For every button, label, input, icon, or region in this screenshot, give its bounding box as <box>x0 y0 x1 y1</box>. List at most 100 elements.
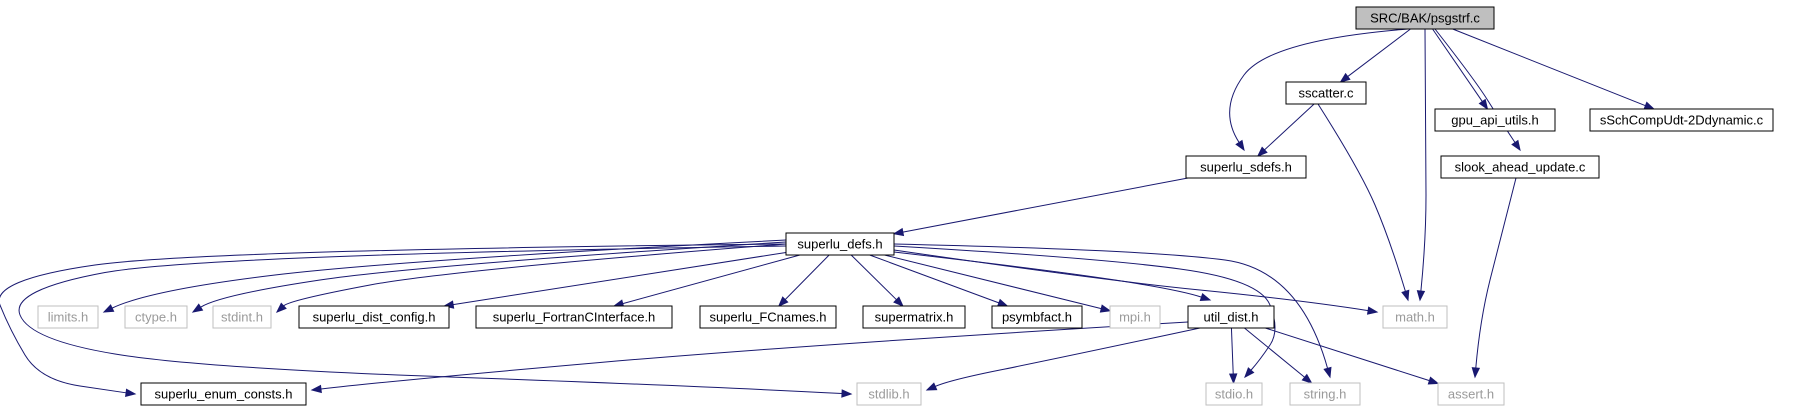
node-gpu_api[interactable]: gpu_api_utils.h <box>1434 108 1556 132</box>
node-label: sSchCompUdt-2Ddynamic.c <box>1600 113 1764 128</box>
node-sdefs[interactable]: superlu_sdefs.h <box>1185 155 1307 179</box>
node-label: superlu_dist_config.h <box>313 310 436 325</box>
node-mpi: mpi.h <box>1109 305 1161 329</box>
edge-line <box>893 251 1202 298</box>
node-box <box>1187 305 1275 329</box>
node-label: superlu_enum_consts.h <box>154 387 292 402</box>
node-sscatter[interactable]: sscatter.c <box>1285 81 1367 105</box>
node-stdlib: stdlib.h <box>856 382 922 406</box>
node-box <box>856 382 922 406</box>
node-distconfig[interactable]: superlu_dist_config.h <box>298 305 450 329</box>
edge-defs-to-string <box>893 243 1332 379</box>
edge-arrowhead <box>1471 367 1481 379</box>
edges-layer <box>0 28 1656 398</box>
node-box <box>699 305 837 329</box>
edge-defs-to-limits <box>102 239 787 313</box>
node-ctype: ctype.h <box>124 305 188 329</box>
edge-defs-to-mpi <box>884 254 1112 313</box>
edge-arrowhead <box>1323 366 1332 379</box>
edge-arrowhead <box>1099 304 1112 313</box>
node-label: slook_ahead_update.c <box>1455 160 1586 175</box>
edge-defs-to-enumconsts <box>0 243 787 397</box>
node-label: stdint.h <box>221 310 263 325</box>
node-box <box>475 305 673 329</box>
edge-utildist-to-enumconsts <box>310 321 1189 394</box>
node-label: psymbfact.h <box>1002 310 1072 325</box>
edge-defs-to-utildist <box>893 251 1212 302</box>
edge-arrowhead <box>310 384 322 394</box>
node-root-label: SRC/BAK/psgstrf.c <box>1370 11 1480 26</box>
edge-utildist-to-assert <box>1265 327 1440 385</box>
node-box <box>1205 382 1263 406</box>
node-defs[interactable]: superlu_defs.h <box>785 232 895 256</box>
node-utildist[interactable]: util_dist.h <box>1187 305 1275 329</box>
edge-line <box>902 177 1189 233</box>
edge-arrowhead <box>125 388 137 397</box>
node-fcnames[interactable]: superlu_FCnames.h <box>699 305 837 329</box>
node-fortran[interactable]: superlu_FortranCInterface.h <box>475 305 673 329</box>
edge-defs-to-stdio <box>893 245 1276 379</box>
edge-line <box>935 327 1201 387</box>
node-label: stdio.h <box>1215 387 1253 402</box>
node-sschcomp[interactable]: sSchCompUdt-2Ddynamic.c <box>1589 108 1774 132</box>
node-supermatrix[interactable]: supermatrix.h <box>862 305 966 329</box>
edge-arrowhead <box>1366 306 1379 315</box>
edge-arrowhead <box>1478 98 1489 111</box>
edge-arrowhead <box>275 302 287 313</box>
node-slook[interactable]: slook_ahead_update.c <box>1440 155 1600 179</box>
edge-line <box>784 254 830 300</box>
node-assert: assert.h <box>1437 382 1505 406</box>
node-root[interactable]: SRC/BAK/psgstrf.c <box>1355 6 1495 30</box>
edge-line <box>200 241 787 308</box>
edge-defs-to-ctype <box>191 241 787 313</box>
node-string: string.h <box>1289 382 1361 406</box>
node-enumconsts[interactable]: superlu_enum_consts.h <box>140 382 307 406</box>
node-label: stdlib.h <box>868 387 909 402</box>
node-label: mpi.h <box>1119 310 1151 325</box>
nodes-layer: SRC/BAK/psgstrf.c sscatter.c gpu_api_util… <box>37 6 1774 406</box>
edge-line <box>1420 28 1427 292</box>
edge-arrowhead <box>777 296 789 307</box>
edge-defs-to-fcnames <box>777 254 830 307</box>
edge-line <box>893 249 1369 312</box>
node-stdio: stdio.h <box>1205 382 1263 406</box>
node-psymbfact[interactable]: psymbfact.h <box>991 305 1083 329</box>
edge-root-to-sdefs <box>1229 28 1409 152</box>
edge-line <box>884 254 1102 310</box>
node-label: superlu_defs.h <box>797 237 882 252</box>
edge-utildist-to-string <box>1244 327 1313 384</box>
edge-defs-to-fortran <box>612 254 801 308</box>
node-label: sscatter.c <box>1299 86 1354 101</box>
node-box <box>37 305 99 329</box>
edge-line <box>0 243 787 394</box>
edge-arrowhead <box>1235 139 1245 152</box>
edge-defs-to-stdint <box>275 243 787 313</box>
edge-line <box>893 245 1276 371</box>
edge-line <box>1475 177 1517 369</box>
node-box <box>1109 305 1161 329</box>
edge-arrowhead <box>1643 101 1656 110</box>
edge-sscatter-to-sdefs <box>1256 103 1315 157</box>
edge-arrowhead <box>1256 146 1268 157</box>
node-box <box>785 232 895 256</box>
node-stdint: stdint.h <box>212 305 272 329</box>
edge-defs-to-supermatrix <box>850 254 904 307</box>
node-label: gpu_api_utils.h <box>1451 113 1538 128</box>
edge-root-to-sscatter <box>1339 28 1411 83</box>
edge-root-to-slook <box>1434 28 1521 152</box>
node-label: math.h <box>1395 310 1435 325</box>
edge-root-to-math <box>1416 28 1427 302</box>
node-box <box>1185 155 1307 179</box>
node-label: util_dist.h <box>1204 310 1259 325</box>
edge-arrowhead <box>893 296 904 307</box>
edge-arrowhead <box>925 382 938 391</box>
edge-line <box>18 245 843 395</box>
edge-defs-to-distconfig <box>442 251 787 309</box>
edge-arrowhead <box>996 298 1009 307</box>
edge-line <box>1317 103 1406 292</box>
edge-arrowhead <box>1244 367 1255 379</box>
edge-root-to-gpu_api <box>1432 28 1489 111</box>
edge-line <box>1229 28 1409 143</box>
node-label: superlu_FCnames.h <box>709 310 826 325</box>
